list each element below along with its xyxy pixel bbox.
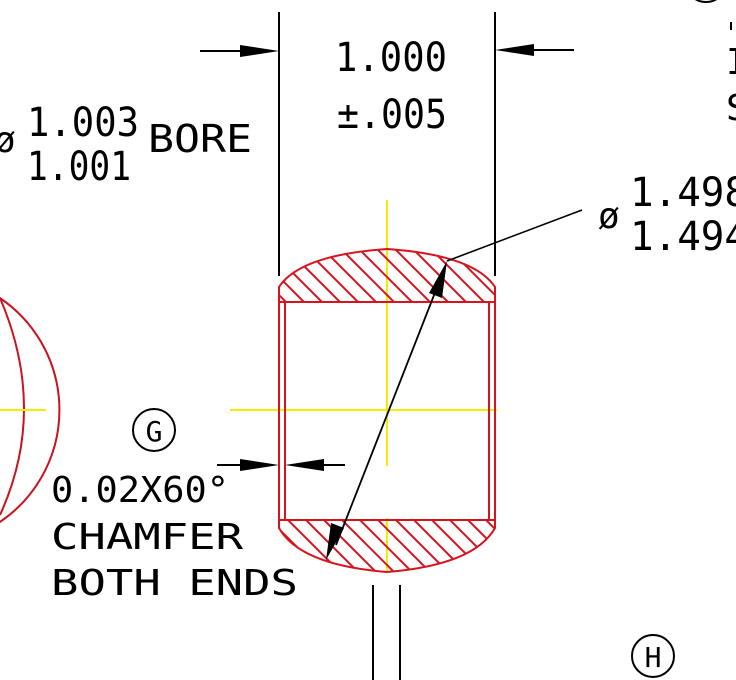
bore-label: BORE xyxy=(148,117,252,161)
od-upper-limit: 1.498 xyxy=(630,170,736,216)
callout-h-label: H xyxy=(645,641,662,674)
chamfer-note-type: CHAMFER xyxy=(51,517,243,558)
callout-h: H xyxy=(631,634,675,678)
chamfer-dimension-arrows xyxy=(217,459,345,471)
end-view-circle xyxy=(0,296,61,524)
partial-right-text-2: S xyxy=(726,88,736,129)
bore-section xyxy=(278,295,496,528)
bore-lower-limit: 1.001 xyxy=(27,144,131,190)
chamfer-note-location: BOTH ENDS xyxy=(51,563,298,604)
od-lower-limit: 1.494 xyxy=(630,214,736,260)
callout-g-label: G xyxy=(146,415,163,448)
od-diameter-symbol: ø xyxy=(598,196,620,237)
bore-upper-limit: 1.003 xyxy=(27,100,139,146)
width-tolerance-text: ±.005 xyxy=(337,92,447,138)
outer-diameter-leader xyxy=(326,209,583,560)
width-dimension-arrow-right xyxy=(495,44,574,56)
bore-diameter-symbol: ø xyxy=(0,120,16,161)
width-dimension-arrow-left xyxy=(200,45,279,57)
width-nominal-text: 1.000 xyxy=(335,35,447,81)
bottom-cap-section xyxy=(278,519,496,574)
callout-g: G xyxy=(132,408,176,452)
chamfer-note-size: 0.02X60° xyxy=(51,470,229,511)
partial-callout-top-right xyxy=(694,0,718,3)
partial-right-text-1: I xyxy=(726,42,736,83)
